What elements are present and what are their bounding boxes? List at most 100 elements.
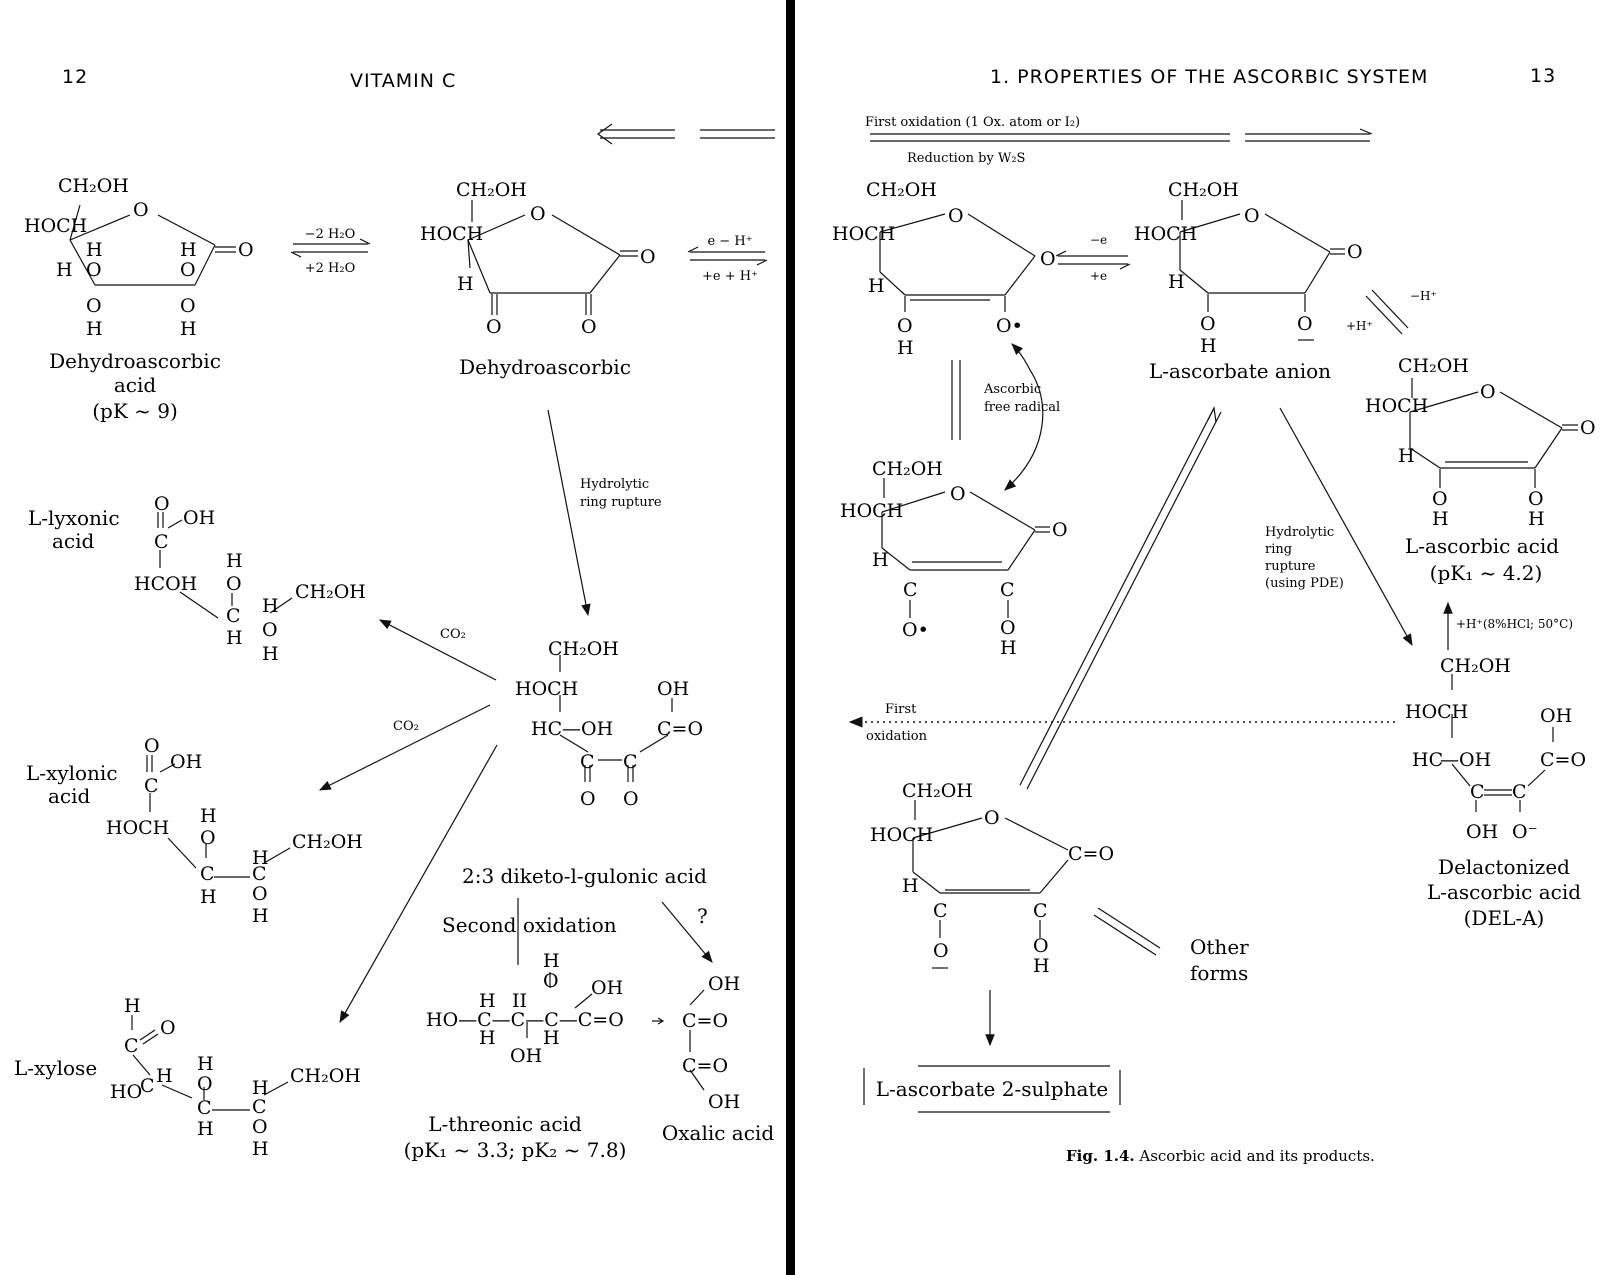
svg-text:H: H [180,239,197,261]
hydrolytic-pde-label-4: (using PDE) [1265,576,1344,591]
svg-text:O: O [1347,241,1363,263]
svg-text:OH: OH [708,973,740,995]
xylonic-label-1: L-xylonic [26,761,118,785]
other-forms-label-2: forms [1190,961,1248,985]
hydrolytic-label-2: ring rupture [580,495,662,510]
svg-text:HOCH: HOCH [420,223,483,245]
svg-text:O: O [252,1116,268,1138]
ascorbate-anion-label: L-ascorbate anion [1149,359,1331,383]
delactonized-ascorbic-acid-structure: CH₂OH HOCH OH HC—OH C=O C C OH O⁻ [1405,655,1586,843]
svg-text:HO—C—C—C—C=O: HO—C—C—C—C=O [426,1009,624,1031]
hydrolytic-pde-label-2: ring [1265,542,1292,557]
svg-text:O: O [160,1017,176,1039]
threonic-label-1: L-threonic acid [428,1112,582,1136]
svg-text:O: O [1244,205,1260,227]
svg-text:O: O [1052,519,1068,541]
hydration-top-label: −2 H₂O [305,227,356,242]
svg-text:OH: OH [708,1091,740,1113]
decarboxylation-arrow-xylonic [318,704,491,791]
svg-text:CH₂OH: CH₂OH [1168,179,1239,201]
svg-text:HOCH: HOCH [24,215,87,237]
hydrolysis-arrow [547,409,591,617]
hydrolytic-label-1: Hydrolytic [580,477,649,492]
svg-text:H: H [1168,271,1185,293]
svg-text:C=O: C=O [657,718,703,740]
xylonic-acid-structure: OOH C HOCH HO CH HC OH CH₂OH [106,735,363,927]
svg-text:H: H [872,549,889,571]
svg-text:H: H [1528,508,1545,530]
svg-text:H: H [56,259,73,281]
svg-text:CH₂OH: CH₂OH [872,458,943,480]
svg-text:CH₂OH: CH₂OH [292,831,363,853]
svg-text:H: H [1033,955,1050,977]
svg-text:O: O [86,259,102,281]
svg-text:CH₂OH: CH₂OH [456,179,527,201]
free-radical-arrow-down [1004,369,1044,491]
svg-text:HC: HC [1412,749,1443,771]
svg-text:H: H [868,275,885,297]
svg-text:O: O [1432,488,1448,510]
svg-text:H: H [252,847,269,869]
hydrolytic-pde-label-3: rupture [1265,559,1316,574]
equilibrium-arrows-top-left [596,123,775,145]
svg-text:II: II [512,990,527,1012]
svg-text:O: O [580,788,596,810]
svg-text:H: H [252,1077,269,1099]
svg-text:C=O: C=O [682,1010,728,1032]
svg-text:HC: HC [531,718,562,740]
svg-text:O: O [1200,313,1216,335]
svg-text:C: C [580,751,595,773]
hydration-bottom-label: +2 H₂O [305,261,356,276]
svg-text:H: H [200,805,217,827]
svg-text:O: O [948,205,964,227]
diketo-gulonic-acid-structure: CH₂OH HOCH HC—OH OH C=O C C O O [515,638,703,810]
svg-text:H: H [902,875,919,897]
svg-text:CH₂OH: CH₂OH [1398,355,1469,377]
svg-text:O: O [238,239,254,261]
svg-text:H: H [262,595,279,617]
svg-text:HOCH: HOCH [832,223,895,245]
first-oxidation-label-1: First [885,702,917,717]
svg-text:H: H [479,990,496,1012]
svg-text:CH₂OH: CH₂OH [548,638,619,660]
svg-text:C: C [154,531,169,553]
acid-condition-label: +H⁺(8%HCl; 50°C) [1456,617,1573,631]
ascorbic-acid-label-1: L-ascorbic acid [1405,534,1559,558]
svg-text:C: C [1470,781,1485,803]
lyxonic-label-2: acid [52,529,95,553]
svg-text:H: H [1432,508,1449,530]
svg-text:O: O [543,970,559,992]
sulphate-label: L-ascorbate 2-sulphate [876,1077,1109,1101]
svg-text:H: H [226,550,243,572]
svg-text:H: H [86,239,103,261]
svg-text:H: H [226,627,243,649]
svg-text:O: O [180,295,196,317]
svg-text:HOCH: HOCH [870,824,933,846]
second-oxidation-label: Second oxidation [442,913,617,937]
svg-text:O•: O• [902,619,929,641]
svg-text:O: O [623,788,639,810]
svg-text:HOCH: HOCH [840,500,903,522]
ascorbyl-radical-structure: CH₂OH HOCH O O H OH O• [832,179,1056,359]
svg-text:C: C [1033,900,1048,922]
svg-text:HO: HO [110,1081,142,1103]
svg-text:C: C [252,863,267,885]
other-forms-label-1: Other [1190,935,1249,959]
reduction-label: Reduction by W₂S [907,151,1025,166]
dehydroascorbic-acid-structure: CH₂OH HOCH O O HO H HO OH OH [24,175,254,340]
svg-text:H: H [252,905,269,927]
svg-text:O: O [1480,381,1496,403]
svg-text:H: H [86,318,103,340]
minus-e-label: −e [1090,233,1107,247]
svg-text:O: O [154,493,170,515]
free-radical-label-2: free radical [984,400,1060,415]
svg-text:CH₂OH: CH₂OH [866,179,937,201]
diketo-label: 2:3 diketo-l-gulonic acid [462,864,707,888]
dehydroascorbic-acid-label-2: acid [114,373,157,397]
lyxonic-acid-structure: OOH C HCOH HO CH HOH CH₂OH [134,493,366,665]
hydrolytic-pde-label-1: Hydrolytic [1265,525,1334,540]
redox-top-label: e − H⁺ [707,234,752,249]
svg-text:H: H [252,1138,269,1160]
